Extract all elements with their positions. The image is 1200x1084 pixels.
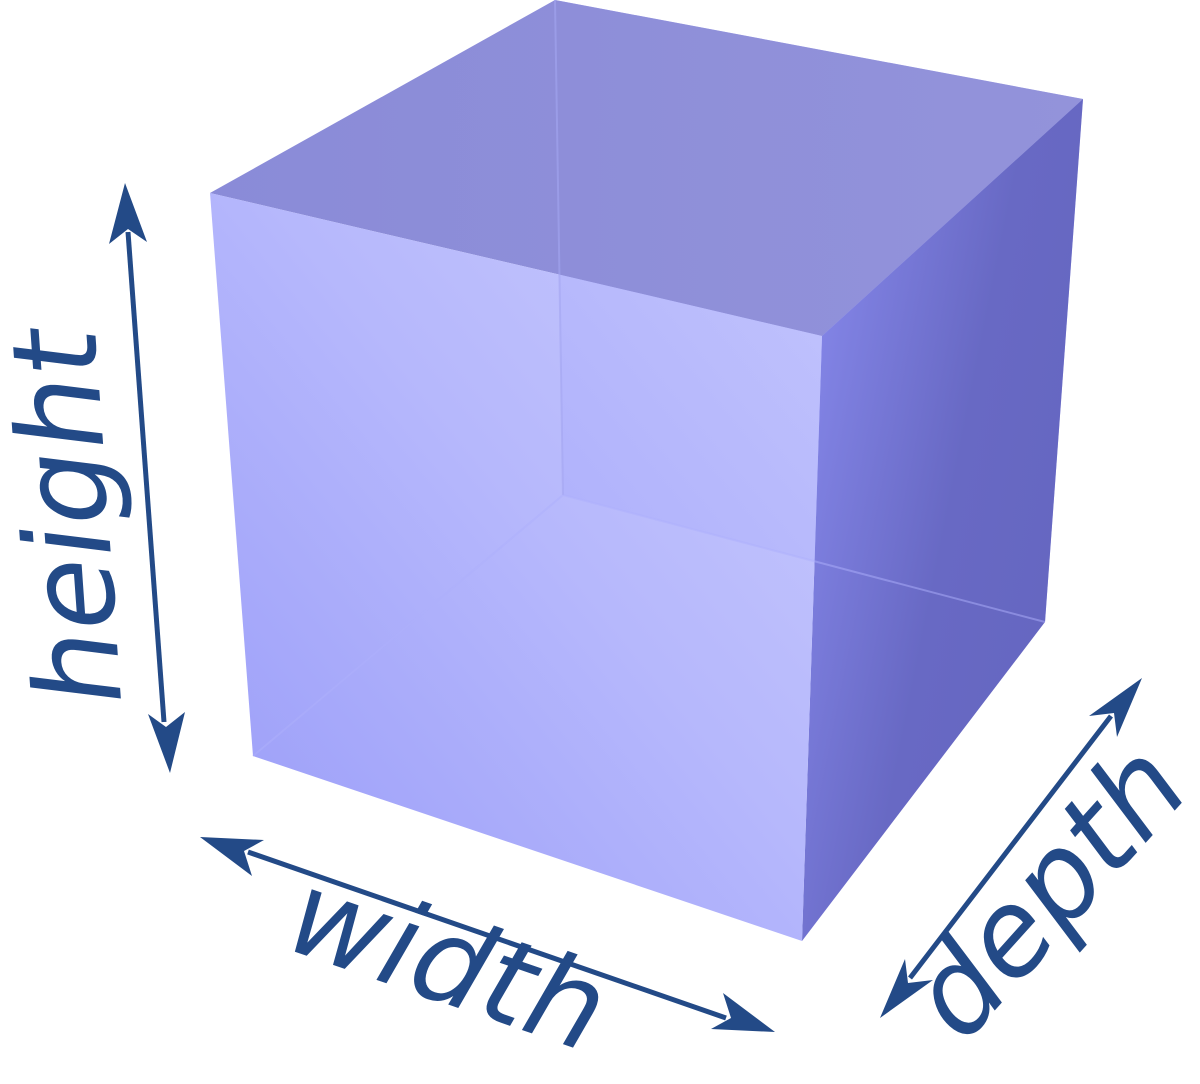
cube-inner-edge-right — [562, 494, 1046, 623]
cube-right-face — [802, 99, 1083, 941]
cube — [210, 0, 1083, 941]
cube-front-face — [210, 193, 822, 941]
height-label: height — [0, 322, 149, 711]
cube-inner-edge-vertical — [554, 0, 564, 496]
depth-arrow — [880, 678, 1142, 1018]
cube-top-face — [210, 0, 1083, 336]
width-label: width — [272, 843, 624, 1079]
width-arrow — [200, 837, 775, 1032]
height-arrow — [109, 183, 185, 773]
cube-inner-edge-left — [252, 494, 564, 757]
